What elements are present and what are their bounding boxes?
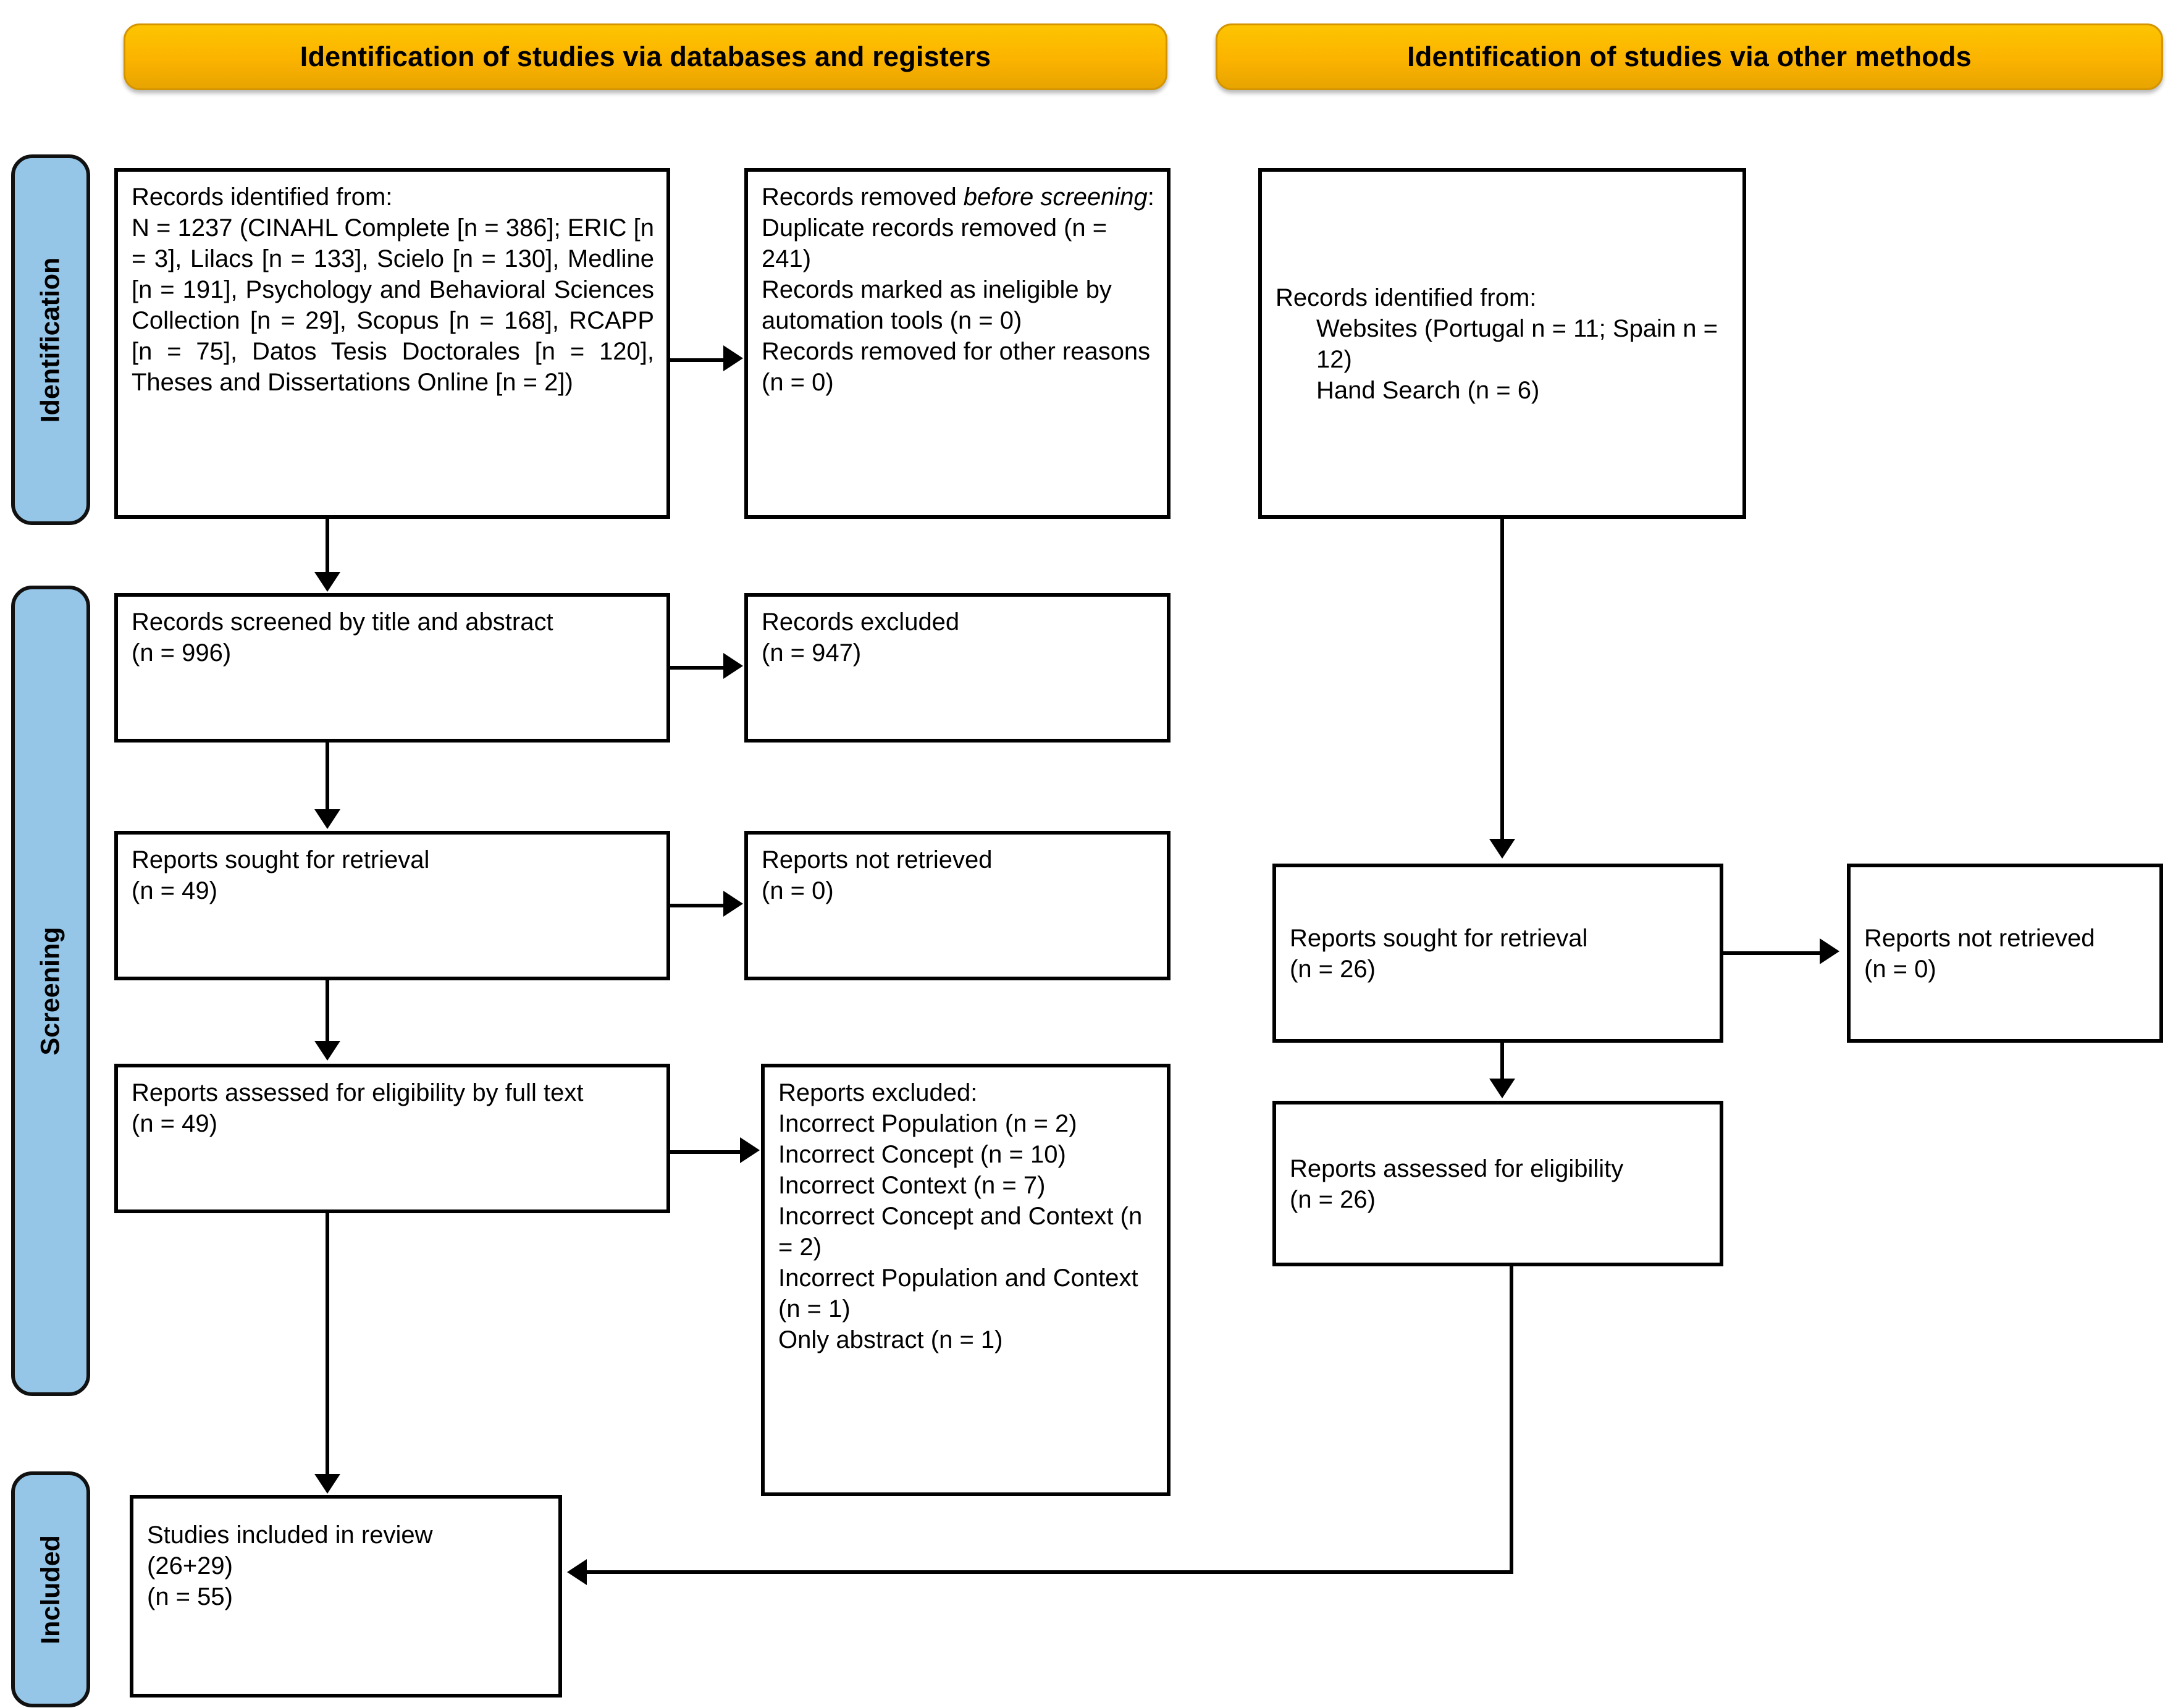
box-reports-not-retrieved-other: Reports not retrieved (n = 0) (1847, 864, 2163, 1043)
box-reports-not-retrieved-databases: Reports not retrieved (n = 0) (744, 831, 1171, 980)
box-reports-sought-databases: Reports sought for retrieval (n = 49) (114, 831, 670, 980)
records-screened-line: Records screened by title and abstract (132, 608, 553, 636)
connector-screened-to-sought (326, 743, 329, 810)
phase-label-included: Included (11, 1471, 90, 1707)
arrowhead-sought-to-not-retrieved (723, 891, 743, 917)
connector-sought-to-not-retrieved (670, 904, 725, 907)
studies-included-count: (n = 55) (147, 1583, 233, 1610)
records-excluded-line: Records excluded (762, 608, 960, 636)
phase-label-screening: Screening (11, 586, 90, 1396)
reports-excluded-reason: Incorrect Context (n = 7) (778, 1172, 1046, 1199)
reports-sought-other-line: Reports sought for retrieval (1290, 925, 1588, 952)
arrowhead-assessed-to-reports-excluded (740, 1137, 760, 1163)
records-identified-other-item: Hand Search (n = 6) (1316, 377, 1540, 404)
reports-sought-count: (n = 49) (132, 877, 217, 904)
connector-sought-to-assessed (326, 980, 329, 1042)
reports-not-retrieved-other-count: (n = 0) (1864, 956, 1936, 983)
banner-other-methods-label: Identification of studies via other meth… (1407, 41, 1972, 72)
connector-other-sought-to-not-retrieved (1723, 951, 1821, 955)
records-removed-reason: Records marked as ineligible by automati… (762, 276, 1119, 334)
records-identified-body: N = 1237 (CINAHL Complete [n = 386]; ERI… (132, 214, 662, 396)
reports-not-retrieved-count: (n = 0) (762, 877, 834, 904)
box-records-excluded: Records excluded (n = 947) (744, 593, 1171, 743)
banner-databases-label: Identification of studies via databases … (300, 41, 991, 72)
phase-label-identification: Identification (11, 154, 90, 525)
records-excluded-count: (n = 947) (762, 639, 862, 667)
box-records-identified-other: Records identified from: Websites (Portu… (1258, 168, 1746, 519)
arrowhead-sought-to-assessed (314, 1041, 340, 1061)
banner-other-methods: Identification of studies via other meth… (1216, 23, 2163, 90)
phase-identification-text: Identification (35, 257, 65, 423)
reports-sought-line: Reports sought for retrieval (132, 846, 430, 873)
arrowhead-screened-to-sought (314, 809, 340, 829)
connector-other-assessed-elbow-horizontal (587, 1570, 1513, 1574)
arrowhead-screened-to-excluded (723, 653, 743, 679)
reports-excluded-title: Reports excluded: (778, 1079, 978, 1106)
arrowhead-other-sought-to-assessed (1489, 1079, 1515, 1098)
records-identified-other-title: Records identified from: (1276, 284, 1537, 311)
box-reports-excluded: Reports excluded: Incorrect Population (… (761, 1064, 1171, 1496)
reports-excluded-reason: Incorrect Population and Context (n = 1) (778, 1264, 1145, 1323)
reports-sought-other-count: (n = 26) (1290, 956, 1376, 983)
box-reports-assessed-other: Reports assessed for eligibility (n = 26… (1272, 1101, 1723, 1266)
studies-included-breakdown: (26+29) (147, 1552, 233, 1580)
arrowhead-other-assessed-to-included (567, 1559, 587, 1585)
reports-not-retrieved-other-line: Reports not retrieved (1864, 925, 2095, 952)
box-reports-sought-other: Reports sought for retrieval (n = 26) (1272, 864, 1723, 1043)
connector-screened-to-excluded (670, 666, 725, 670)
records-identified-title: Records identified from: (132, 183, 393, 211)
arrowhead-other-identified-to-sought (1489, 839, 1515, 859)
connector-other-sought-to-assessed (1500, 1043, 1504, 1080)
records-removed-title-italic: before screening (963, 183, 1148, 211)
records-removed-title: Records removed before screening: (762, 182, 1154, 212)
box-records-screened: Records screened by title and abstract (… (114, 593, 670, 743)
records-removed-reason: Records removed for other reasons (n = 0… (762, 338, 1158, 396)
records-screened-count: (n = 996) (132, 639, 232, 667)
box-records-identified-databases: Records identified from: N = 1237 (CINAH… (114, 168, 670, 519)
arrowhead-other-sought-to-not-retrieved (1820, 938, 1839, 964)
reports-assessed-count: (n = 49) (132, 1110, 217, 1137)
reports-excluded-reason: Only abstract (n = 1) (778, 1326, 1003, 1353)
reports-assessed-other-count: (n = 26) (1290, 1186, 1376, 1213)
connector-other-identified-to-sought (1500, 519, 1504, 840)
reports-assessed-other-line: Reports assessed for eligibility (1290, 1155, 1624, 1182)
reports-not-retrieved-line: Reports not retrieved (762, 846, 993, 873)
box-reports-assessed-databases: Reports assessed for eligibility by full… (114, 1064, 670, 1213)
studies-included-line: Studies included in review (147, 1521, 433, 1549)
banner-databases-and-registers: Identification of studies via databases … (124, 23, 1167, 90)
reports-excluded-reason: Incorrect Concept and Context (n = 2) (778, 1203, 1150, 1261)
connector-assessed-to-included (326, 1213, 329, 1475)
arrowhead-assessed-to-included (314, 1474, 340, 1494)
reports-excluded-reason: Incorrect Population (n = 2) (778, 1110, 1077, 1137)
box-studies-included: Studies included in review (26+29) (n = … (130, 1495, 562, 1697)
phase-screening-text: Screening (35, 927, 65, 1055)
arrowhead-identified-to-screened (314, 572, 340, 592)
records-removed-title-suffix: : (1147, 183, 1154, 211)
records-removed-reason: Duplicate records removed (n = 241) (762, 214, 1114, 272)
connector-identified-to-screened (326, 519, 329, 573)
connector-assessed-to-reports-excluded (670, 1150, 741, 1154)
records-removed-title-prefix: Records removed (762, 183, 964, 211)
records-identified-other-item: Websites (Portugal n = 11; Spain n = 12) (1316, 315, 1725, 373)
arrowhead-identified-to-removed (723, 345, 743, 371)
reports-assessed-line: Reports assessed for eligibility by full… (132, 1079, 584, 1106)
phase-included-text: Included (35, 1534, 65, 1644)
connector-other-assessed-elbow-vertical (1510, 1264, 1513, 1574)
reports-excluded-reason: Incorrect Concept (n = 10) (778, 1141, 1066, 1168)
connector-identified-to-removed (670, 358, 725, 362)
box-records-removed-before-screening: Records removed before screening: Duplic… (744, 168, 1171, 519)
